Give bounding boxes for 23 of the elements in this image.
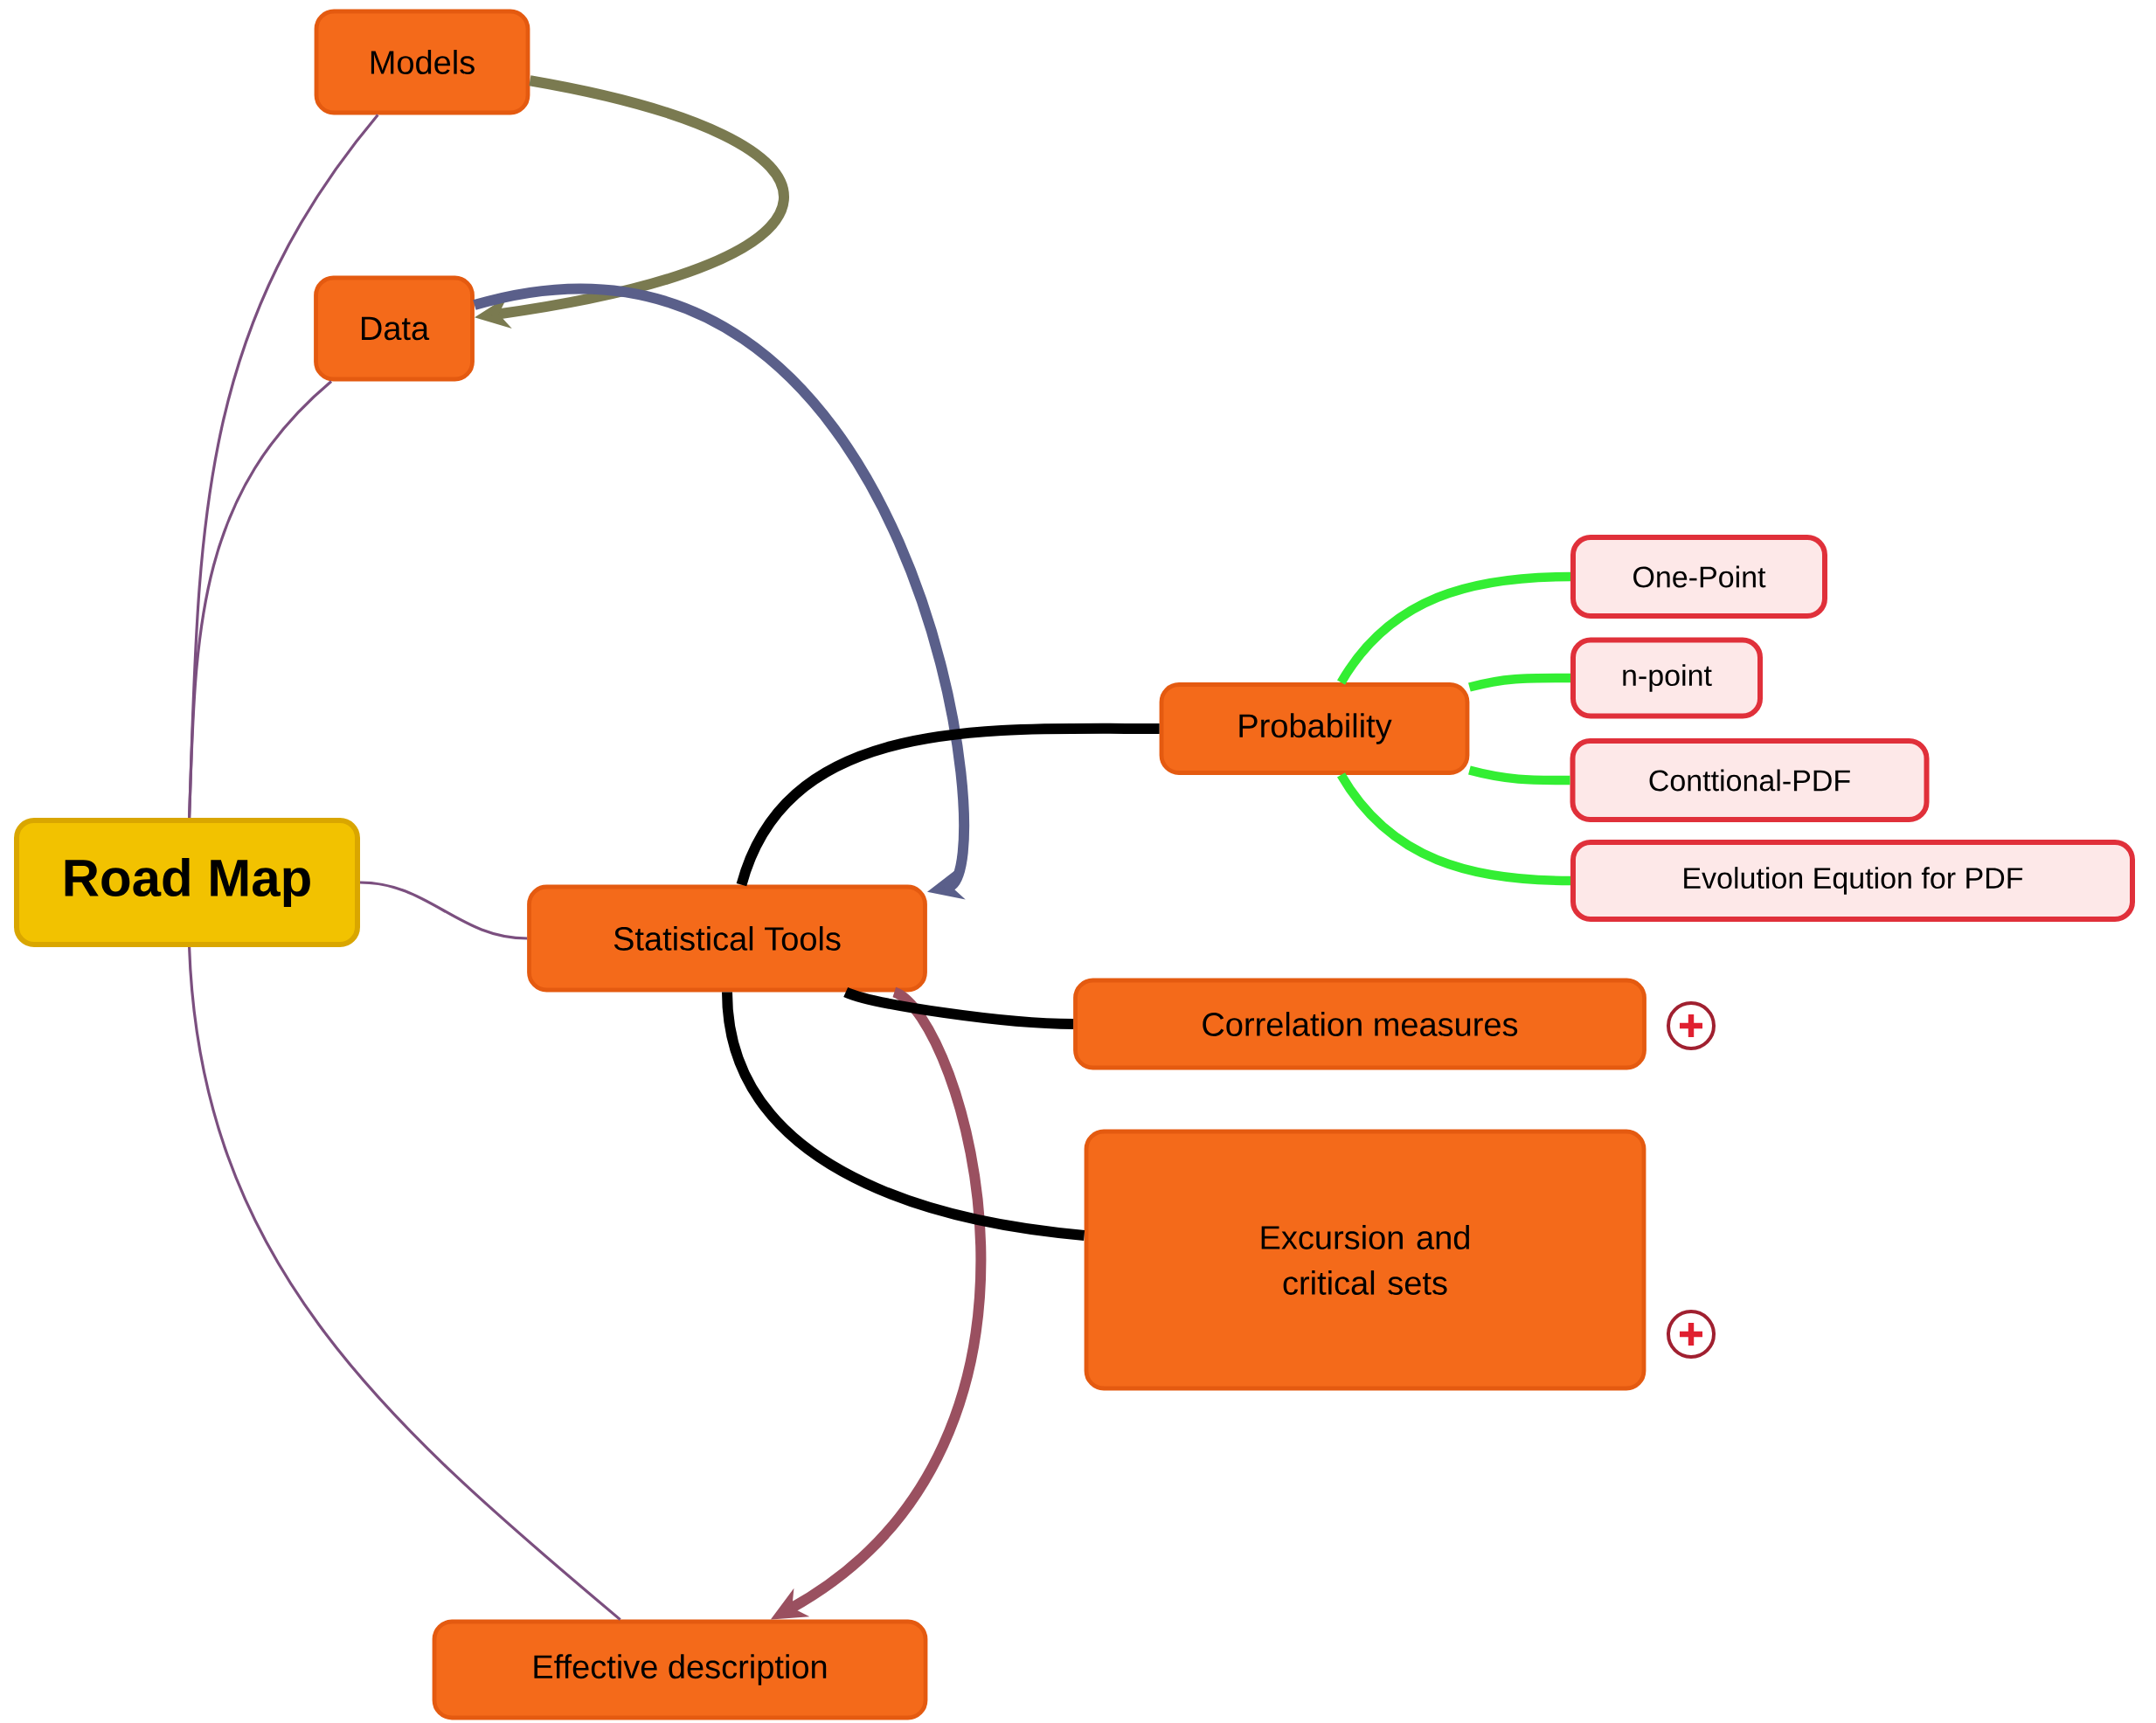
connector	[843, 986, 1074, 1029]
connector	[188, 380, 333, 819]
topic-box: Correlation measures	[1073, 978, 1646, 1070]
topic-box: Data	[314, 275, 475, 382]
subtopic-box: n-point	[1570, 637, 1763, 719]
connector	[1468, 673, 1571, 692]
topic-box: Probability	[1159, 682, 1470, 775]
topic-box: Effective description	[432, 1619, 928, 1720]
subtopic-box: Evolution Eqution for PDF	[1570, 840, 2135, 922]
connector	[722, 991, 1085, 1241]
topic-box: Statistical Tools	[527, 884, 927, 993]
connector	[473, 283, 969, 900]
connector	[1468, 765, 1570, 785]
subtopic-box: Conttional-PDF	[1570, 738, 1930, 822]
subtopic-box: One-Point	[1570, 535, 1827, 619]
connector	[736, 723, 1160, 887]
connector	[188, 946, 621, 1621]
topic-box: Excursion and critical sets	[1084, 1129, 1646, 1391]
root-box: Road Map	[14, 818, 360, 947]
topic-box: Models	[314, 9, 530, 115]
connector	[1337, 571, 1571, 685]
connector	[1337, 772, 1571, 886]
connector	[359, 881, 528, 940]
